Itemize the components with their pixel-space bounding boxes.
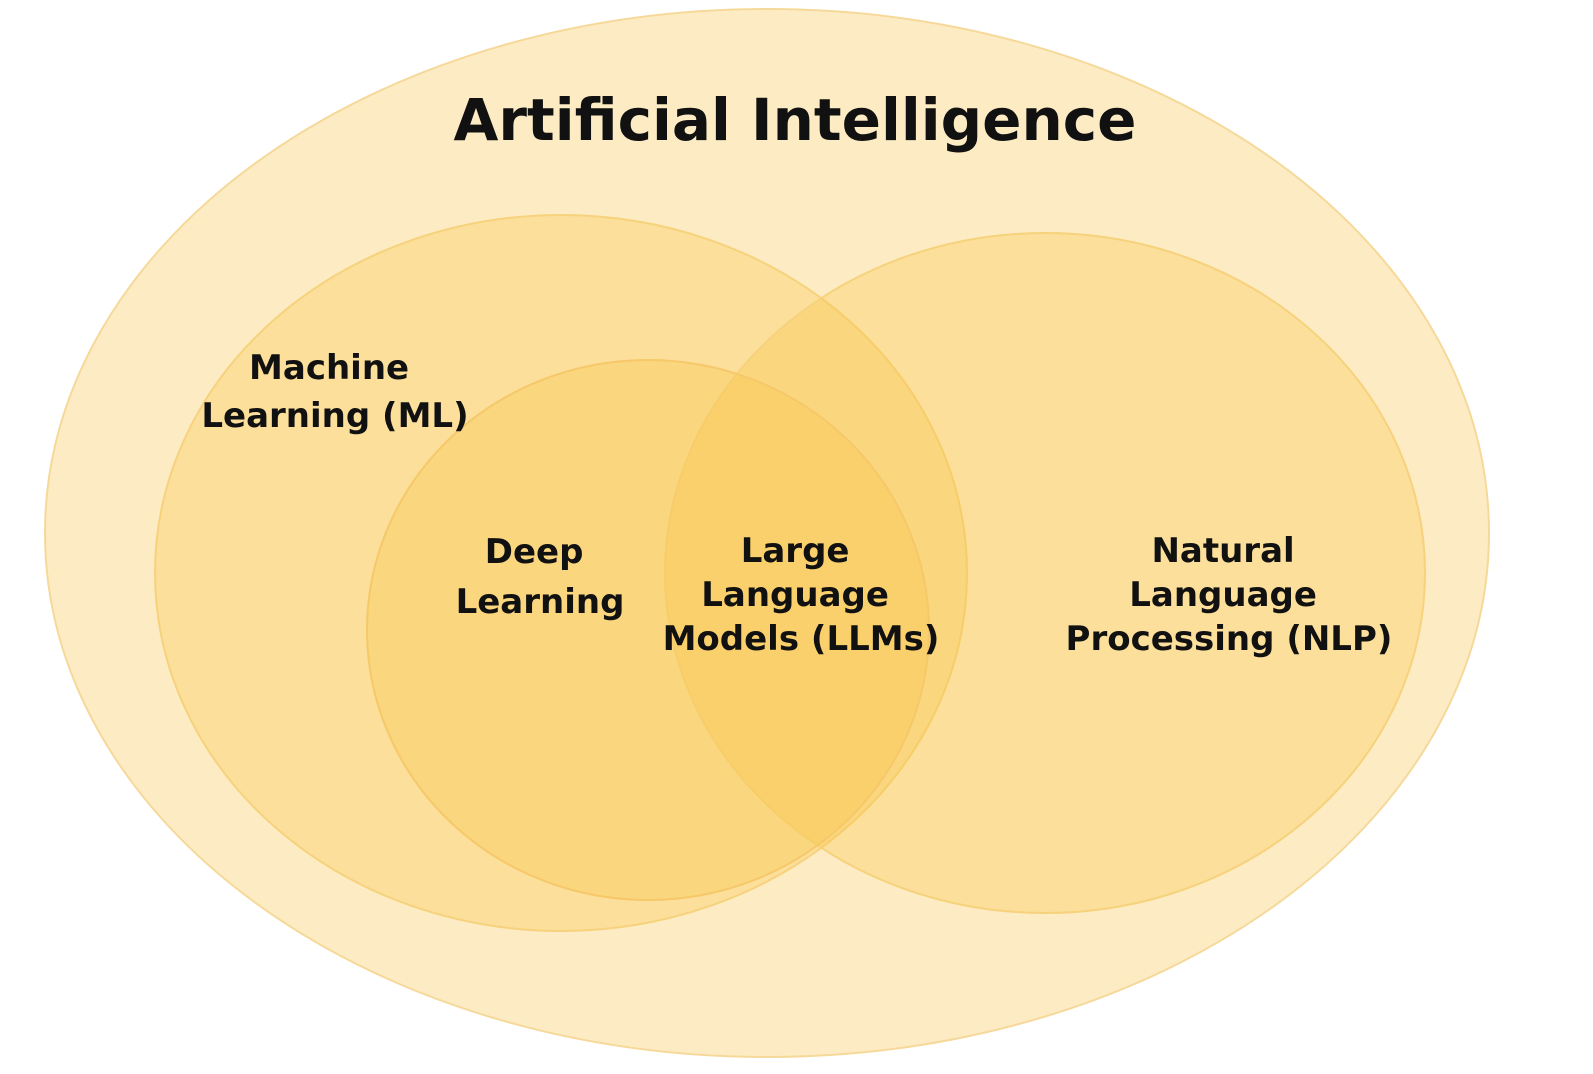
deep-learning-label-line-1: Deep xyxy=(485,532,584,572)
deep-learning-label: Deep Learning xyxy=(456,532,625,622)
llm-label-line-2: Language xyxy=(701,575,889,615)
llm-label-line-1: Large xyxy=(741,531,850,571)
ml-label-line-1: Machine xyxy=(249,348,409,388)
ml-label: Machine Learning (ML) xyxy=(201,348,468,436)
nlp-ellipse xyxy=(664,232,1426,914)
deep-learning-ellipse xyxy=(366,359,930,901)
deep-learning-label-line-2: Learning xyxy=(456,582,625,622)
nlp-label: Natural Language Processing (NLP) xyxy=(1066,531,1393,659)
ai-title: Artificial Intelligence xyxy=(453,86,1136,154)
ml-label-line-2: Learning (ML) xyxy=(201,396,468,436)
nlp-label-line-3: Processing (NLP) xyxy=(1066,619,1393,659)
llm-label-line-3: Models (LLMs) xyxy=(663,619,940,659)
nlp-label-line-2: Language xyxy=(1129,575,1317,615)
nlp-label-line-1: Natural xyxy=(1151,531,1294,571)
ml-ellipse xyxy=(154,214,968,932)
llm-label: Large Language Models (LLMs) xyxy=(663,531,940,659)
ai-ellipse xyxy=(44,8,1490,1058)
